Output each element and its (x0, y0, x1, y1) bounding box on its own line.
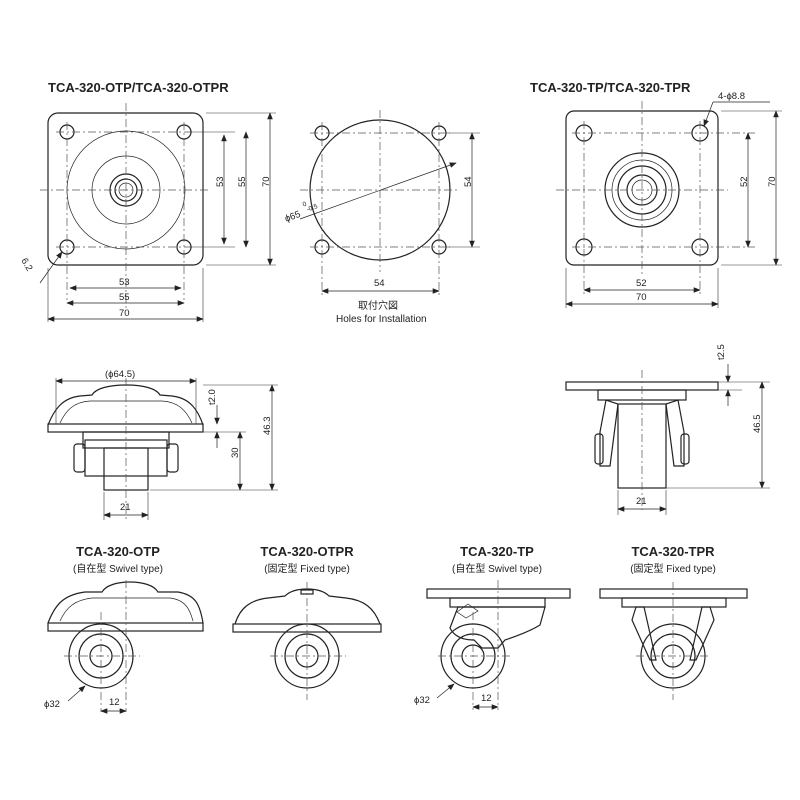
dim-70-vertical: 70 (261, 176, 272, 187)
width-21-label-left: 21 (120, 502, 131, 513)
hole-pitch-54-horizontal: 54 (374, 278, 385, 289)
side-view-otp (47, 378, 204, 520)
plate-view-otp: 6.2 (18, 103, 210, 308)
elevation-tp (426, 580, 571, 710)
side-view-tp (565, 370, 719, 510)
height-30-label: 30 (230, 447, 241, 458)
holes-label-jp: 取付穴図 (358, 299, 398, 312)
dim-70-horizontal-tp: 70 (636, 292, 647, 303)
dim-70-vertical-tp: 70 (767, 176, 778, 187)
view-title-tp: TCA-320-TP (460, 544, 534, 559)
offset-label-tp: 12 (481, 693, 492, 704)
dim-70-horizontal: 70 (119, 308, 130, 319)
diameter-tolerance-lower: -0.5 (306, 203, 319, 214)
hole-pitch-54-vertical: 54 (463, 176, 474, 187)
mounting-holes-view: ϕ65 0 -0.5 (283, 110, 460, 296)
dim-53-horizontal: 53 (119, 277, 130, 288)
offset-label-otp: 12 (109, 697, 120, 708)
dim-55-vertical: 55 (237, 176, 248, 187)
view-title-otp: TCA-320-OTP (76, 544, 160, 559)
view-type-otpr: (固定型 Fixed type) (264, 562, 350, 575)
dim-53-vertical: 53 (215, 176, 226, 187)
elevation-tpr (599, 582, 748, 700)
dim-52-horizontal: 52 (636, 278, 647, 289)
thickness-2-label: t2.0 (207, 389, 218, 405)
dim-52-vertical: 52 (739, 176, 750, 187)
wheel-diameter-label-tp: ϕ32 (414, 695, 430, 706)
view-type-tpr: (固定型 Fixed type) (630, 562, 716, 575)
elevation-otpr (232, 582, 382, 700)
dim-55-horizontal: 55 (119, 292, 130, 303)
view-title-otpr: TCA-320-OTPR (260, 544, 354, 559)
slot-width-label: 6.2 (18, 256, 34, 273)
width-21-label-right: 21 (636, 496, 647, 507)
hood-diameter-label: (ϕ64.5) (105, 369, 135, 380)
view-title-tpr: TCA-320-TPR (631, 544, 715, 559)
diameter-tolerance-upper: 0 (302, 201, 308, 209)
holes-callout: 4-ϕ8.8 (718, 91, 745, 102)
height-46-3-label: 46.3 (262, 417, 273, 436)
title-otp-otpr: TCA-320-OTP/TCA-320-OTPR (48, 80, 229, 95)
diameter-65-label: ϕ65 (283, 209, 302, 225)
view-type-otp: (自在型 Swivel type) (73, 562, 163, 575)
plate-view-tp (556, 101, 755, 296)
height-46-5-label: 46.5 (752, 415, 763, 434)
holes-label-en: Holes for Installation (336, 314, 427, 325)
title-tp-tpr: TCA-320-TP/TCA-320-TPR (530, 80, 691, 95)
view-type-tp: (自在型 Swivel type) (452, 562, 542, 575)
wheel-diameter-label-otp: ϕ32 (44, 699, 60, 710)
thickness-2-5-label: t2.5 (716, 344, 727, 360)
elevation-otp (47, 580, 204, 712)
